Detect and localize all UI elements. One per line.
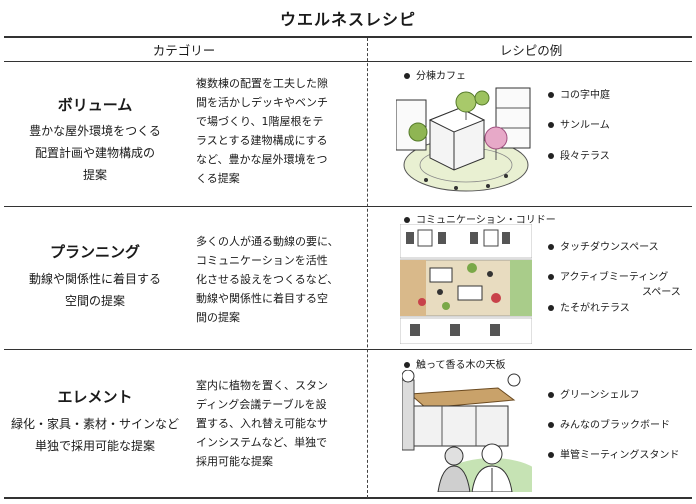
list-item: 段々テラス bbox=[548, 147, 610, 162]
recipe-title: コミュニケーション・コリドー bbox=[404, 211, 556, 226]
category-description: 緑化・家具・素材・サインなど単独で採用可能な提案 bbox=[10, 417, 179, 453]
column-header-recipe: レシピの例 bbox=[499, 43, 563, 58]
list-item: コの字中庭 bbox=[548, 86, 610, 101]
list-item: タッチダウンスペース bbox=[548, 238, 659, 253]
list-item: たそがれテラス bbox=[548, 299, 630, 314]
column-header-category: カテゴリー bbox=[152, 43, 216, 58]
recipe-title: 触って香る木の天板 bbox=[404, 356, 506, 371]
category-name: エレメント bbox=[57, 388, 133, 406]
category-description: 動線や関係性に着目する空間の提案 bbox=[28, 272, 161, 308]
header-bottom-rule bbox=[4, 61, 692, 62]
column-divider bbox=[367, 38, 368, 498]
table-row-planning: プランニング 動線や関係性に着目する空間の提案 多くの人が通る動線の要に、コミュ… bbox=[0, 207, 696, 349]
category-name: プランニング bbox=[49, 243, 140, 261]
table-row-element: エレメント 緑化・家具・素材・サインなど単独で採用可能な提案 室内に植物を置く、… bbox=[0, 350, 696, 497]
table-row-volume: ボリューム 豊かな屋外環境をつくる配置計画や建物構成の提案 複数棟の配置を工夫し… bbox=[0, 62, 696, 206]
category-text: 多くの人が通る動線の要に、コミュニケーションを活性化させる設えをつくるなど、 動… bbox=[196, 235, 339, 324]
recipe-title: 分棟カフェ bbox=[404, 67, 466, 82]
category-text: 室内に植物を置く、スタンディング会議テーブルを設置する、入れ替え可能なサ インシ… bbox=[196, 379, 328, 468]
list-item: スペース bbox=[642, 287, 681, 298]
header-top-rule bbox=[4, 36, 692, 38]
category-text: 複数棟の配置を工夫した隙間を活かしデッキやベンチで場づくり、1階屋根をテ ラスと… bbox=[196, 77, 328, 185]
list-item: みんなのブラックボード bbox=[548, 416, 670, 431]
category-name: ボリューム bbox=[57, 96, 133, 114]
list-item: サンルーム bbox=[548, 116, 610, 131]
category-description: 豊かな屋外環境をつくる配置計画や建物構成の提案 bbox=[29, 124, 161, 182]
list-item: 単管ミーティングスタンド bbox=[548, 446, 679, 461]
cafe-illustration bbox=[396, 87, 531, 192]
row-divider bbox=[4, 206, 692, 207]
row-divider bbox=[4, 349, 692, 350]
page-title: ウエルネスレシピ bbox=[279, 10, 416, 29]
corridor-illustration bbox=[400, 224, 532, 344]
table-bottom-rule bbox=[4, 497, 692, 499]
wooden-table-illustration bbox=[402, 370, 532, 492]
list-item: グリーンシェルフ bbox=[548, 386, 640, 401]
list-item: アクティブミーティング bbox=[548, 268, 668, 283]
